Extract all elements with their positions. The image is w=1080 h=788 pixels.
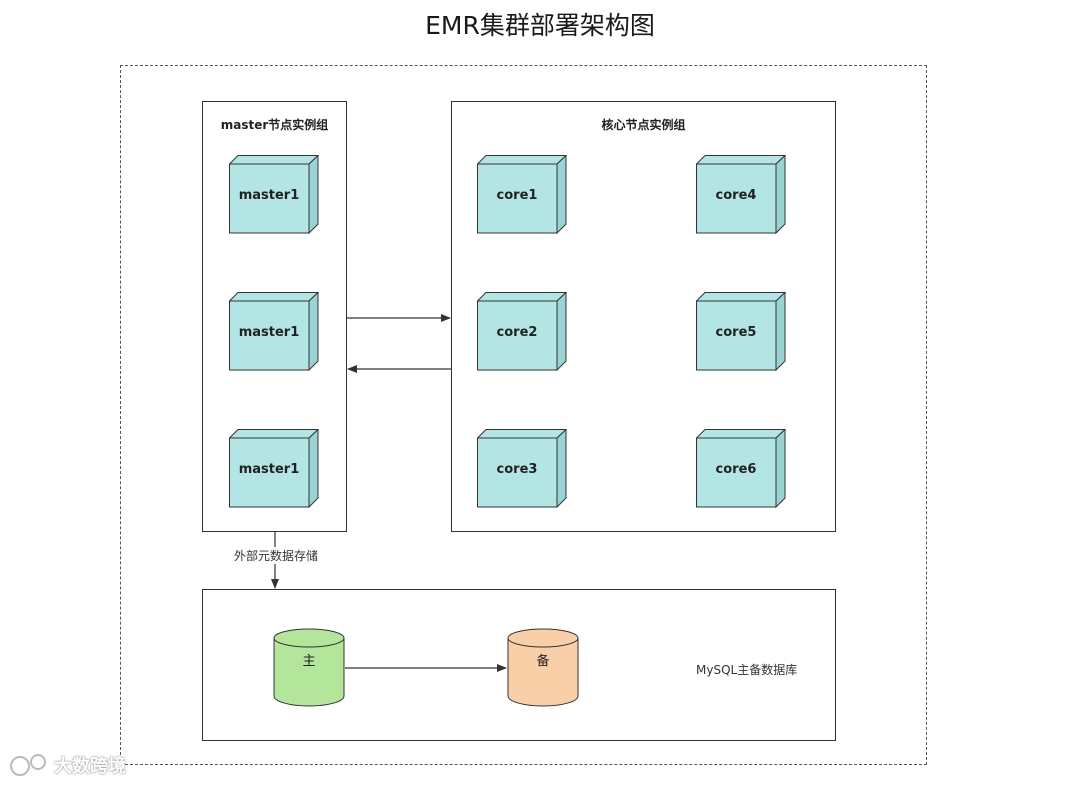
node-label: master1 <box>238 325 300 340</box>
node-label: master1 <box>238 462 300 477</box>
master-node: master1 <box>229 429 319 509</box>
core-node: core6 <box>696 429 786 509</box>
node-label: master1 <box>238 188 300 203</box>
node-label: core5 <box>715 325 757 340</box>
node-cube-icon <box>696 429 786 509</box>
master-node: master1 <box>229 292 319 372</box>
node-label: core6 <box>715 462 757 477</box>
cluster-boundary <box>120 65 927 765</box>
node-label: core4 <box>715 188 757 203</box>
node-cube-icon <box>477 155 567 235</box>
db-group-label: MySQL主备数据库 <box>696 663 798 677</box>
storage-link-label: 外部元数据存储 <box>232 547 321 564</box>
core-node: core1 <box>477 155 567 235</box>
watermark-logo-icon <box>10 754 46 776</box>
core-node: core4 <box>696 155 786 235</box>
database-cylinder-icon <box>507 628 579 707</box>
core-group-label: 核心节点实例组 <box>601 118 686 132</box>
node-cube-icon <box>477 292 567 372</box>
master-group-label: master节点实例组 <box>220 118 329 132</box>
core-node: core3 <box>477 429 567 509</box>
core-node: core2 <box>477 292 567 372</box>
node-cube-icon <box>229 292 319 372</box>
node-cube-icon <box>696 155 786 235</box>
database-cylinder-icon <box>273 628 345 707</box>
node-cube-icon <box>229 429 319 509</box>
node-label: core2 <box>496 325 538 340</box>
node-cube-icon <box>477 429 567 509</box>
standby-db: 备 <box>507 628 579 708</box>
watermark-text: 大数跨境 <box>54 756 126 777</box>
master-node: master1 <box>229 155 319 235</box>
node-cube-icon <box>229 155 319 235</box>
core-node: core5 <box>696 292 786 372</box>
standby-db-label: 备 <box>536 654 550 669</box>
primary-db-label: 主 <box>302 654 316 669</box>
primary-db: 主 <box>273 628 345 708</box>
diagram-title: EMR集群部署架构图 <box>425 11 655 40</box>
node-label: core3 <box>496 462 538 477</box>
node-label: core1 <box>496 188 538 203</box>
node-cube-icon <box>696 292 786 372</box>
